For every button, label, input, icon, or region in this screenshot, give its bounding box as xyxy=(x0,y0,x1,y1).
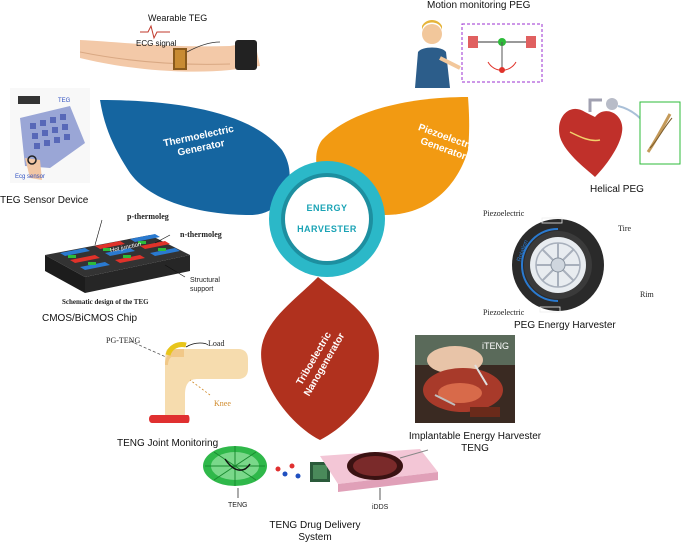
tire-peg-image xyxy=(512,217,604,313)
helical-peg-caption: Helical PEG xyxy=(590,184,644,195)
wearable-teg-image xyxy=(80,24,260,72)
teg-sensor-small-label: TEG xyxy=(58,98,71,104)
ecg-signal-caption: ECG signal xyxy=(136,39,177,48)
motion-peg-caption: Motion monitoring PEG xyxy=(427,0,531,11)
center-title-2: HARVESTER xyxy=(297,224,357,234)
schematic-caption: Schematic design of the TEG xyxy=(62,298,149,306)
implantable-caption: Implantable Energy Harvester TENG xyxy=(408,431,542,454)
knee-label: Knee xyxy=(214,399,231,408)
motion-peg-image xyxy=(415,20,543,88)
center-ring-inner xyxy=(285,177,369,261)
implantable-teng-image xyxy=(415,335,515,423)
pg-teng-label: PG-TENG xyxy=(106,336,141,345)
peg-energy-caption: PEG Energy Harvester xyxy=(514,320,616,331)
tribo-petal xyxy=(261,277,379,440)
cmos-chip-schematic xyxy=(45,219,190,293)
wearable-teg-caption: Wearable TEG xyxy=(148,13,208,23)
p-thermoleg-label: p-thermoleg xyxy=(127,212,169,221)
structural-support-label: Structural support xyxy=(190,277,220,293)
teng-drug-delivery-image xyxy=(203,446,438,500)
load-label: Load xyxy=(208,339,225,348)
iteng-label: iTENG xyxy=(482,341,509,351)
teg-sensor-glove-image xyxy=(10,88,90,183)
cmos-chip-caption: CMOS/BiCMOS Chip xyxy=(42,313,138,324)
teg-sensor-device-caption: TEG Sensor Device xyxy=(0,195,89,206)
tire-piezo-bottom-label: Piezoelectric xyxy=(483,308,525,317)
rim-label: Rim xyxy=(640,290,654,299)
helical-peg-image xyxy=(559,98,681,177)
idds-small-label: iDDS xyxy=(372,504,389,511)
tire-piezo-top-label: Piezoelectric xyxy=(483,209,525,218)
drug-delivery-caption: TENG Drug Delivery System xyxy=(269,520,361,543)
tire-label: Tire xyxy=(618,224,632,233)
ecg-sensor-small-label: Ecg sensor xyxy=(15,174,46,180)
teng-joint-image xyxy=(129,340,248,423)
n-thermoleg-label: n-thermoleg xyxy=(180,230,222,239)
teng-joint-caption: TENG Joint Monitoring xyxy=(117,438,219,449)
teng-small-label: TENG xyxy=(228,502,248,509)
thermo-petal xyxy=(100,100,290,215)
center-title-1: ENERGY xyxy=(306,203,348,213)
